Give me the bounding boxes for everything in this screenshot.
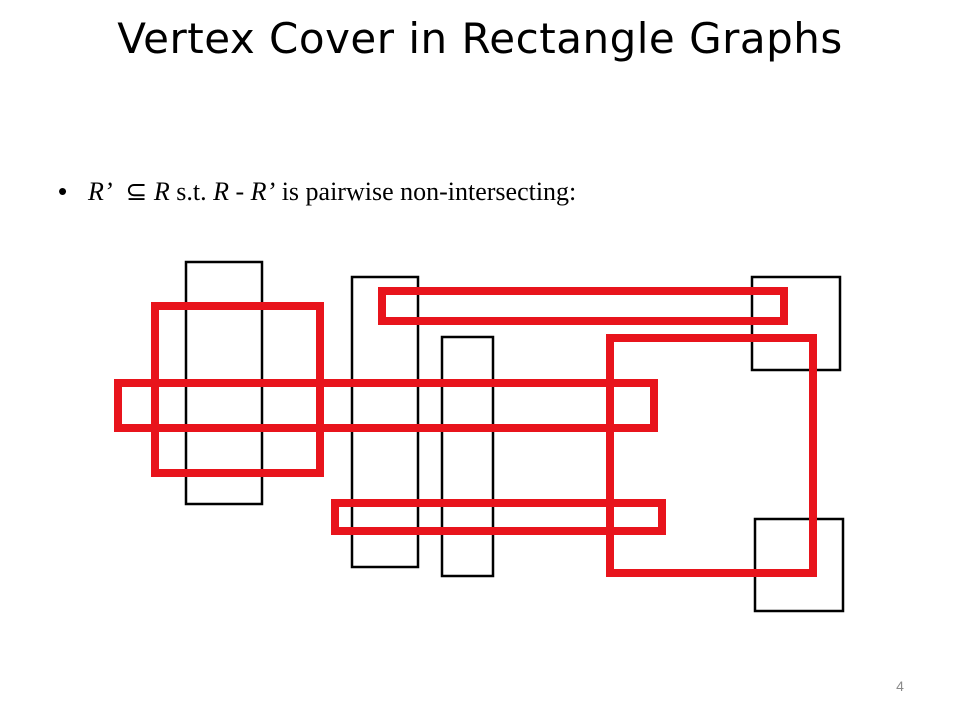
bullet-point: • R’ ⊆ R s.t. R - R’ is pairwise non-inte… bbox=[58, 176, 576, 207]
subset-symbol: ⊆ bbox=[125, 177, 148, 206]
red-rect-bottom-horizontal bbox=[331, 499, 666, 535]
black-rect-square-bottom-right bbox=[753, 517, 845, 613]
red-rect-long-horizontal bbox=[114, 379, 658, 432]
red-rect-left-square bbox=[151, 302, 324, 477]
r-symbol-2: R bbox=[213, 177, 229, 206]
such-that-text: s.t. bbox=[176, 177, 207, 206]
black-rect-narrow-mid bbox=[440, 335, 495, 578]
r-prime-symbol-2: R’ bbox=[250, 177, 276, 206]
bullet-dot-icon: • bbox=[58, 176, 68, 206]
bullet-tail-text: is pairwise non-intersecting: bbox=[281, 177, 577, 206]
r-prime-symbol: R’ bbox=[88, 177, 113, 206]
red-rect-top-horizontal bbox=[378, 287, 788, 325]
cover-rectangles bbox=[114, 287, 817, 577]
r-symbol: R bbox=[153, 177, 170, 206]
minus-symbol: - bbox=[235, 177, 245, 206]
red-rect-large-right bbox=[606, 334, 817, 577]
slide-title: Vertex Cover in Rectangle Graphs bbox=[117, 14, 843, 63]
black-rect-tall-mid bbox=[350, 275, 420, 569]
non-cover-rectangles bbox=[184, 260, 845, 613]
page-number: 4 bbox=[896, 678, 904, 694]
